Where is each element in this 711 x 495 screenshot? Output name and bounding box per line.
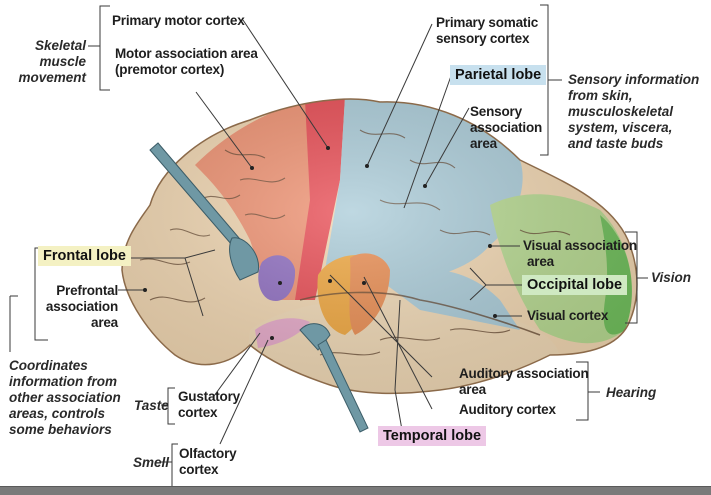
label-line: association bbox=[470, 120, 543, 135]
label-prefrontal-association-area: Prefrontal association area bbox=[30, 283, 118, 331]
function-line: movement bbox=[18, 70, 86, 85]
retractor-upper bbox=[149, 142, 260, 281]
taste-function: Taste bbox=[134, 398, 169, 413]
lobe-label-frontal: Frontal lobe bbox=[38, 246, 131, 266]
label-line: Sensory bbox=[470, 104, 522, 119]
function-line: some behaviors bbox=[9, 422, 112, 437]
label-line: area bbox=[470, 136, 497, 151]
function-line: musculoskeletal bbox=[568, 104, 674, 119]
label-line: cortex bbox=[179, 462, 219, 477]
label-visual-cortex: Visual cortex bbox=[527, 308, 609, 323]
label-line: Motor association area bbox=[115, 46, 258, 61]
function-line: Sensory information bbox=[568, 72, 700, 87]
coordinates-function: Coordinates information from other assoc… bbox=[9, 358, 121, 438]
function-line: information from bbox=[9, 374, 117, 389]
label-primary-somatic-sensory-cortex: Primary somatic sensory cortex bbox=[436, 15, 538, 47]
label-primary-motor-cortex: Primary motor cortex bbox=[112, 13, 245, 28]
bottom-border bbox=[0, 486, 711, 495]
label-line: sensory cortex bbox=[436, 31, 530, 46]
function-line: muscle bbox=[39, 54, 86, 69]
function-line: from skin, bbox=[568, 88, 633, 103]
label-line: area bbox=[91, 315, 118, 330]
function-line: areas, controls bbox=[9, 406, 106, 421]
lobe-label-parietal: Parietal lobe bbox=[450, 65, 547, 85]
label-auditory-association-area: Auditory association area bbox=[459, 366, 589, 398]
label-line: Primary somatic bbox=[436, 15, 539, 30]
vision-function: Vision bbox=[651, 270, 692, 285]
function-line: Skeletal bbox=[34, 38, 86, 53]
label-visual-association-area: Visual association area bbox=[523, 238, 637, 270]
label-line: cortex bbox=[178, 405, 218, 420]
function-line: other association bbox=[9, 390, 121, 405]
retractor-lower bbox=[299, 323, 369, 433]
label-line: area bbox=[459, 382, 486, 397]
brain-outline bbox=[121, 98, 638, 394]
sensory-information-function: Sensory information from skin, musculosk… bbox=[568, 72, 699, 152]
lobe-label-occipital: Occipital lobe bbox=[522, 275, 628, 295]
function-line: Coordinates bbox=[9, 358, 88, 373]
label-motor-association-area: Motor association area (premotor cortex) bbox=[115, 46, 258, 78]
label-auditory-cortex: Auditory cortex bbox=[459, 402, 556, 417]
smell-function: Smell bbox=[133, 455, 170, 470]
lobe-label-temporal: Temporal lobe bbox=[378, 426, 487, 446]
label-gustatory-cortex: Gustatory cortex bbox=[178, 389, 240, 421]
label-line: association bbox=[45, 299, 118, 314]
leader-dots bbox=[143, 146, 497, 340]
label-line: area bbox=[527, 254, 554, 269]
leader-lines bbox=[9, 4, 648, 486]
label-line: Auditory association bbox=[459, 366, 589, 381]
function-line: system, viscera, bbox=[568, 120, 673, 135]
label-line: Prefrontal bbox=[56, 283, 118, 298]
label-olfactory-cortex: Olfactory cortex bbox=[179, 446, 237, 478]
skeletal-muscle-function: Skeletal muscle movement bbox=[8, 38, 86, 86]
label-sensory-association-area: Sensory association area bbox=[470, 104, 542, 152]
label-line: Visual association bbox=[523, 238, 637, 253]
function-line: and taste buds bbox=[568, 136, 664, 151]
label-line: Gustatory bbox=[178, 389, 240, 404]
label-line: (premotor cortex) bbox=[115, 62, 225, 77]
label-line: Olfactory bbox=[179, 446, 237, 461]
hearing-function: Hearing bbox=[606, 385, 657, 400]
